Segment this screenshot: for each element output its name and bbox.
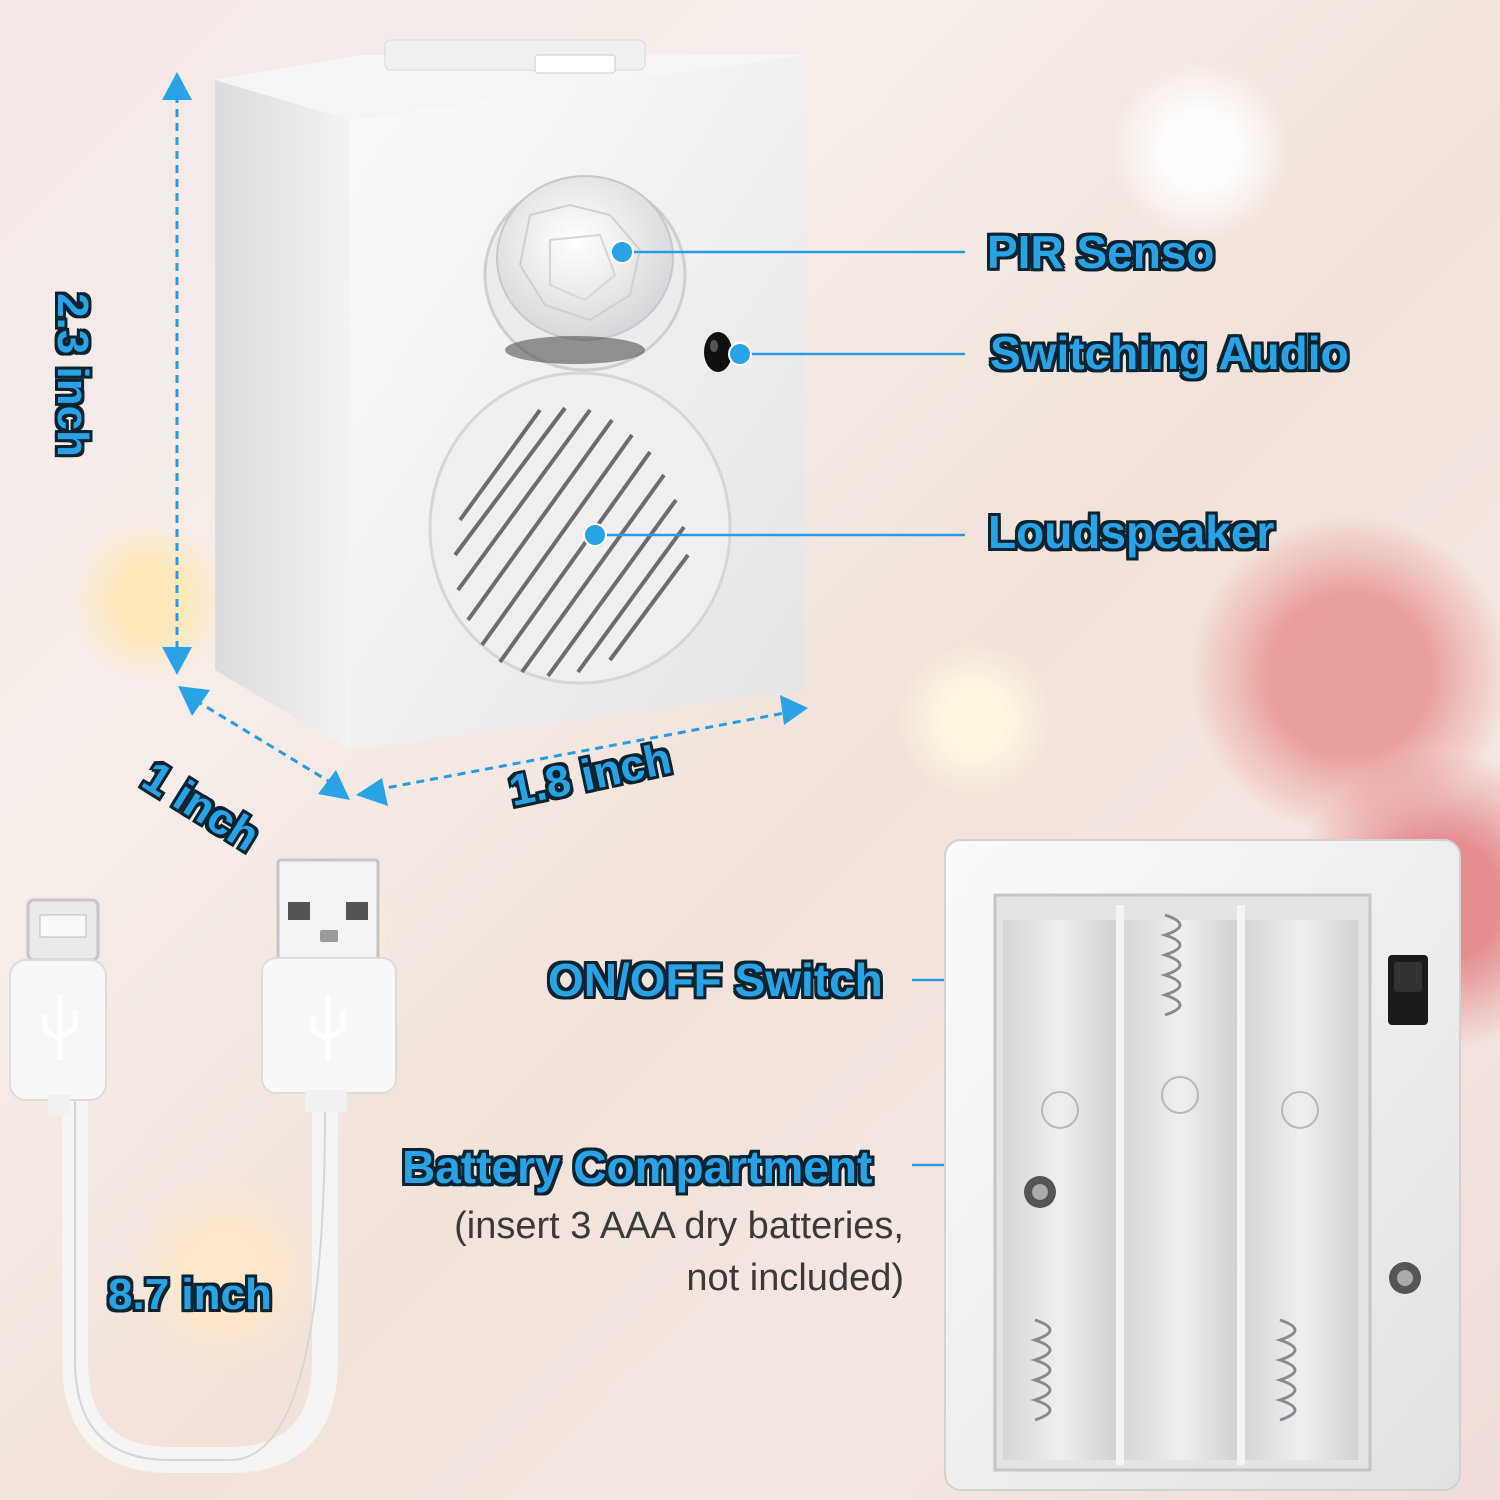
dimension-cable-length-label: 8.7 inch (108, 1270, 272, 1319)
dimension-height-label: 2.3 inch (47, 293, 97, 457)
arrowheads (162, 72, 808, 806)
battery-note-line2: not included) (686, 1257, 904, 1299)
label-switching-audio: Switching Audio (990, 327, 1349, 379)
dimension-arrows (175, 95, 791, 792)
label-battery-compartment: Battery Compartment (402, 1141, 873, 1193)
label-pir-sensor: PIR Senso (987, 226, 1215, 278)
pir-lens (483, 175, 687, 372)
label-on-off-switch: ON/OFF Switch (548, 954, 883, 1006)
battery-note: (insert 3 AAA dry batteries, not include… (454, 1200, 904, 1304)
label-loudspeaker: Loudspeaker (988, 506, 1275, 558)
usb-icon (42, 995, 346, 1060)
speaker-grille (428, 371, 732, 685)
battery-note-line1: (insert 3 AAA dry batteries, (454, 1205, 904, 1247)
battery-case (944, 839, 1461, 1491)
audio-switch-button (704, 332, 732, 372)
usb-cable (9, 858, 397, 1473)
